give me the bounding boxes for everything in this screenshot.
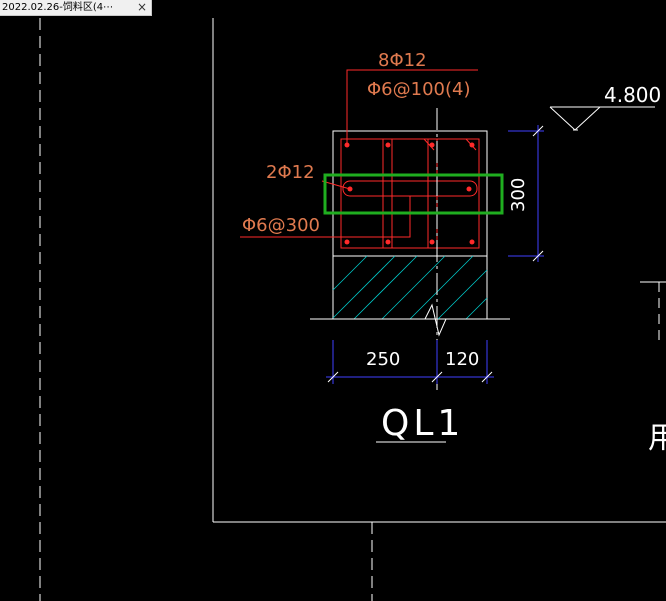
- selection-highlight[interactable]: [323, 173, 504, 215]
- drawing-frame: [39, 18, 666, 601]
- width-dimension: [326, 340, 494, 384]
- rebar-leaders: [240, 69, 478, 238]
- ground-break-line: [310, 303, 510, 337]
- partial-char: 用: [648, 421, 666, 456]
- width-dim-left-label: 250: [366, 349, 400, 370]
- document-tab[interactable]: 2022.02.26-饲料区(4⋯ ×: [0, 0, 152, 16]
- top-bars-label: 8Φ12: [378, 50, 427, 71]
- document-tab-title: 2022.02.26-饲料区(4⋯: [2, 2, 114, 13]
- height-dimension: [508, 125, 544, 262]
- close-icon[interactable]: ×: [136, 0, 148, 14]
- beam-title: QL1: [381, 403, 464, 444]
- width-dim-right-label: 120: [445, 349, 479, 370]
- height-dim-label: 300: [508, 178, 529, 212]
- wall-hatch: [332, 255, 488, 320]
- elevation-label: 4.800: [604, 83, 661, 107]
- stirrups-label: Φ6@100(4): [367, 79, 470, 100]
- elevation-marker: [549, 106, 655, 131]
- tie-bars-label: Φ6@300: [242, 215, 320, 236]
- waist-bars-label: 2Φ12: [266, 162, 315, 183]
- stirrups: [340, 138, 480, 249]
